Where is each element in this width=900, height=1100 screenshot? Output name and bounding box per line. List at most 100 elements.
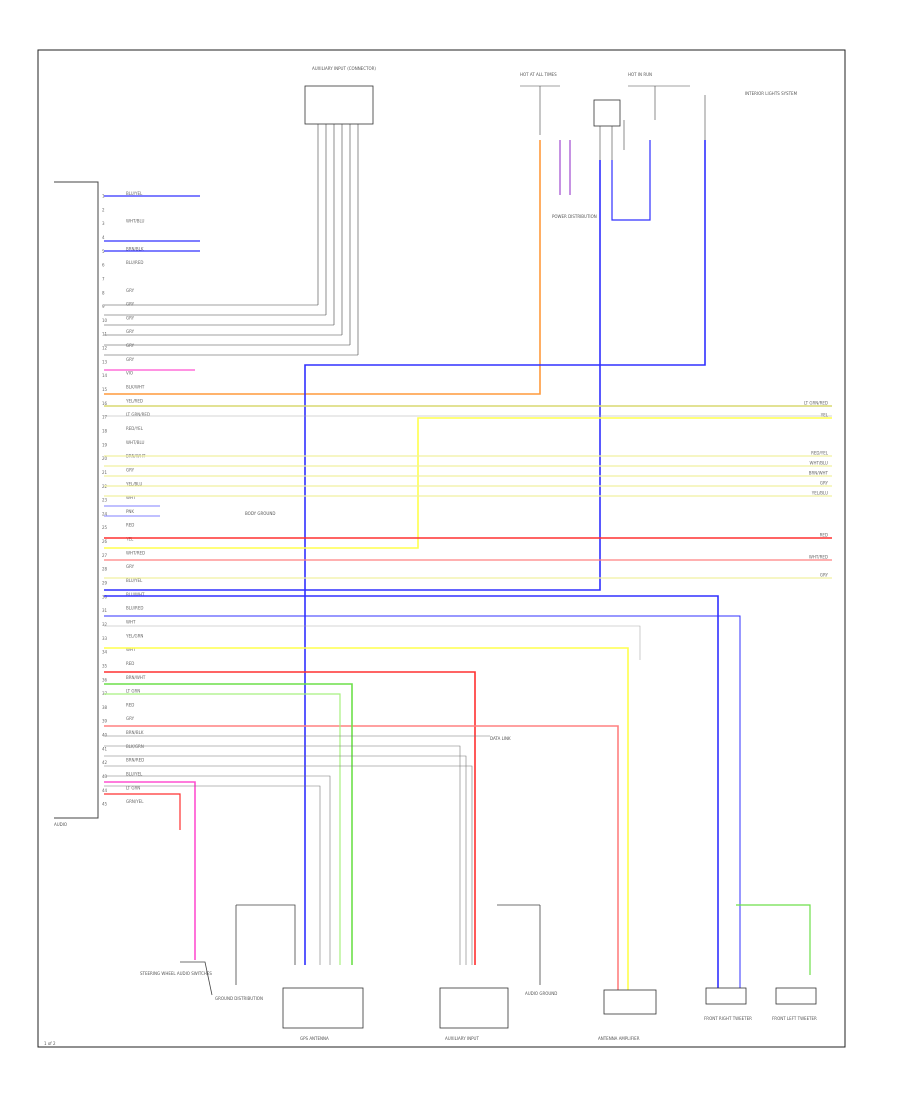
right-wire-label: BRN/WHT — [809, 471, 829, 476]
colored-wires — [104, 140, 832, 990]
pin-wire-label: BRN/BLK — [126, 246, 144, 251]
aux-input-label: AUXILIARY INPUT — [445, 1036, 479, 1041]
pin-wire-label: GRY — [126, 329, 135, 334]
pin-wire-label: WHT — [126, 619, 136, 624]
pin-wire-label: BLU/WHT — [126, 592, 145, 597]
pin-wire-label: WHT — [126, 647, 136, 652]
pin-wire-label: RED — [126, 523, 134, 528]
pin-number: 12 — [102, 346, 108, 351]
pin-wire-label: BLU/RED — [126, 260, 143, 265]
wire-orange — [104, 140, 541, 395]
right-wire-label: LT GRN/RED — [804, 401, 828, 406]
pin-number: 42 — [102, 760, 108, 765]
pin-number: 15 — [102, 387, 108, 392]
pin-wire-label: GRY — [126, 315, 135, 320]
wire-red-5 — [104, 793, 181, 830]
pin-wire-label: WHT — [126, 495, 136, 500]
wire-yellow-4 — [104, 647, 629, 990]
right-wire-label: YEL — [820, 413, 829, 418]
right-label-list: LT GRN/REDYELRED/YELWHT/BLUBRN/WHTGRYYEL… — [804, 401, 829, 578]
gps-label: GPS ANTENNA — [300, 1036, 329, 1041]
audio-module: AUDIO — [54, 181, 99, 827]
wire-red-3 — [104, 671, 476, 965]
corner-label: 1 of 2 — [44, 1041, 56, 1046]
steering-label: STEERING WHEEL AUDIO SWITCHES — [140, 971, 212, 976]
pin-number: 1 — [102, 194, 105, 199]
pin-wire-label: BLU/YEL — [126, 772, 143, 777]
pin-number: 13 — [102, 359, 108, 364]
front-left-label: FRONT LEFT TWEETER — [772, 1016, 817, 1021]
wire-blue-3 — [104, 595, 719, 990]
right-wire-label: YEL/BLU — [811, 491, 828, 496]
pin-number: 27 — [102, 553, 108, 558]
top-aux-unit-label: AUXILIARY INPUT (CONNECTOR) — [312, 66, 376, 71]
front-right-label: FRONT RIGHT TWEETER — [704, 1016, 752, 1021]
wire-green-2 — [104, 693, 341, 965]
pin-wire-label: WHT/BLU — [126, 440, 145, 445]
pin-number: 18 — [102, 428, 108, 433]
fuse-block2-label: HOT IN RUN — [628, 72, 652, 77]
wire-green-1 — [104, 683, 353, 965]
pin-number: 32 — [102, 622, 108, 627]
aux-input-module: AUXILIARY INPUT — [439, 987, 509, 1041]
mid-ground-label: AUDIO GROUND — [525, 991, 557, 996]
wire-blue-2 — [104, 160, 601, 591]
pin-wire-label: WHT/RED — [126, 550, 145, 555]
pin-number: 20 — [102, 456, 108, 461]
pin-number: 26 — [102, 539, 108, 544]
pin-number: 33 — [102, 636, 108, 641]
wire-violet — [559, 140, 571, 195]
pin-wire-label: YEL — [125, 537, 134, 542]
pin-wire-label: BLK/WHT — [126, 385, 145, 390]
pin-number: 8 — [102, 290, 105, 295]
pin-number: 4 — [102, 235, 105, 240]
pin-wire-label: BRN/WHT — [126, 675, 146, 680]
wire-red-4 — [104, 725, 619, 990]
pin-number: 9 — [102, 304, 105, 309]
front-left-speaker: FRONT LEFT TWEETER — [772, 987, 817, 1021]
right-wire-label: GRY — [820, 573, 829, 578]
pin-number: 23 — [102, 498, 108, 503]
pin-number: 6 — [102, 263, 105, 268]
wire-blue-short — [104, 195, 200, 252]
pin-number: 7 — [102, 276, 105, 281]
pin-number: 17 — [102, 415, 108, 420]
wire-gray-group — [104, 735, 490, 965]
pin-wire-label: GRY — [126, 288, 135, 293]
top-aux-unit: AUXILIARY INPUT (CONNECTOR) — [104, 66, 376, 356]
fuse-block-label: HOT AT ALL TIMES — [520, 72, 557, 77]
right-wire-label: GRY — [820, 481, 829, 486]
pin-wire-label: GRY — [126, 564, 135, 569]
pin-wire-label: BRN/RED — [126, 758, 144, 763]
pin-number: 31 — [102, 608, 108, 613]
pin-number: 35 — [102, 663, 108, 668]
audio-module-label: AUDIO — [54, 822, 67, 827]
pin-number: 40 — [102, 733, 108, 738]
gps-module: GPS ANTENNA — [282, 987, 364, 1041]
mid-ground: AUDIO GROUND — [497, 904, 557, 996]
pin-wire-label: GRY — [126, 343, 135, 348]
wire-blue-short2 — [104, 505, 160, 517]
wire-blue-4 — [104, 615, 741, 990]
pin-wire-label: BLK/GRN — [126, 744, 144, 749]
pin-number: 45 — [102, 802, 108, 807]
pin-wire-label: BLU/RED — [126, 606, 143, 611]
wire-blue-5 — [611, 140, 651, 221]
pin-number: 44 — [102, 788, 108, 793]
pin-wire-label: YEL/BLU — [125, 481, 142, 486]
pin-wire-label: VIO — [126, 371, 133, 376]
antenna-label: ANTENNA AMPLIFIER — [598, 1036, 640, 1041]
pin-wire-label: LT GRN/RED — [126, 412, 150, 417]
pin-wire-label: LT GRN — [126, 689, 140, 694]
fuse-block: HOT AT ALL TIMES HOT IN RUN POWER DISTRI… — [520, 72, 798, 219]
lighting-label: INTERIOR LIGHTS SYSTEM — [745, 91, 798, 96]
pin-wire-label: YEL/RED — [125, 398, 143, 403]
wire-yellow-2 — [104, 417, 832, 549]
steering-switches: STEERING WHEEL AUDIO SWITCHES — [140, 961, 212, 996]
data-link-label: DATA LINK — [490, 736, 511, 741]
pin-number: 2 — [102, 207, 105, 212]
wire-green-3 — [736, 904, 811, 975]
wire-pink-2 — [104, 781, 196, 960]
right-wire-label: WHT/RED — [809, 555, 828, 560]
